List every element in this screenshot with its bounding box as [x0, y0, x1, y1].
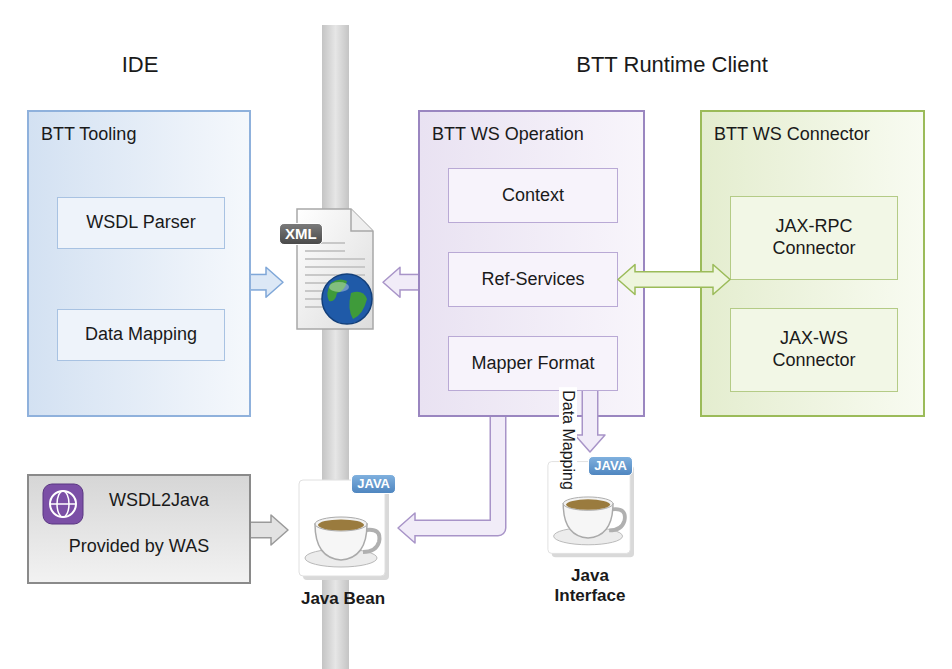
arrow-shaft-border	[582, 391, 599, 437]
arrow-shaft	[251, 523, 273, 537]
block-arrow	[398, 417, 498, 543]
arrow-head	[383, 267, 400, 297]
arrow-head	[618, 265, 635, 295]
text-line	[305, 250, 345, 252]
arrow-head	[271, 515, 288, 545]
process-box: WSDL Parser	[57, 197, 225, 249]
box-label: Context	[496, 185, 570, 207]
arrow-shaft-border	[634, 271, 715, 288]
process-box: Mapper Format	[448, 336, 618, 391]
box-label: JAX-RPC Connector	[743, 216, 885, 259]
process-box: JAX-WS Connector	[730, 308, 898, 392]
globe-shine	[329, 282, 349, 292]
block-arrow	[383, 267, 418, 297]
card	[299, 480, 385, 576]
group-box: BTT ToolingWSDL ParserData Mapping	[27, 110, 251, 417]
arrow-shaft	[414, 417, 499, 528]
java-tag: JAVA	[351, 474, 396, 494]
box-label: Data Mapping	[79, 324, 203, 346]
arrow-shaft	[251, 275, 268, 289]
group-box: BTT WS ConnectorJAX-RPC ConnectorJAX-WS …	[700, 110, 925, 417]
edge-label: Data Mapping	[559, 387, 577, 493]
tool-note: Provided by WAS	[29, 536, 249, 558]
coffee	[318, 520, 364, 531]
xml-tag: XML	[279, 223, 323, 245]
group-heading: BTT WS Connector	[714, 124, 870, 146]
process-box: Context	[448, 168, 618, 223]
section-title: IDE	[122, 52, 159, 78]
tool-name: WSDL2Java	[109, 490, 209, 512]
arrow-head	[575, 435, 605, 452]
arrow-shaft-border	[251, 522, 273, 539]
globe-equator	[50, 503, 76, 505]
box-label: Ref-Services	[475, 269, 590, 291]
group-heading: BTT WS Operation	[432, 124, 584, 146]
block-arrow	[251, 267, 283, 297]
box-label: JAX-WS Connector	[743, 328, 885, 371]
text-line	[305, 266, 365, 268]
icon-caption: Java Bean	[288, 589, 398, 609]
java-icon: JAVA Java Bean	[288, 470, 398, 620]
java-tag: JAVA	[588, 456, 633, 476]
text-line	[305, 258, 365, 260]
block-arrow	[618, 265, 730, 295]
icon-caption: Java Interface	[545, 566, 635, 607]
block-arrow	[251, 515, 288, 545]
tool-box: WSDL2JavaProvided by WAS	[27, 474, 251, 584]
globe	[322, 274, 372, 324]
arrow-shaft-border	[414, 417, 499, 528]
arrow-shaft-border	[399, 274, 419, 291]
icon-tile	[43, 484, 83, 524]
group-box: BTT WS OperationContextRef-ServicesMappe…	[418, 110, 645, 417]
page-fold	[351, 209, 373, 231]
cup-rim	[563, 497, 613, 510]
arrow-shaft	[634, 273, 715, 287]
globe-land	[349, 292, 367, 319]
globe-outline	[50, 491, 76, 517]
process-box: JAX-RPC Connector	[730, 196, 898, 280]
block-arrow	[575, 391, 605, 452]
arrow-shaft-border	[251, 274, 268, 291]
box-label: Mapper Format	[465, 353, 600, 375]
coffee	[566, 499, 610, 510]
process-box: Data Mapping	[57, 309, 225, 361]
arrow-shaft	[583, 391, 597, 437]
arrow-head	[266, 267, 283, 297]
process-box: Ref-Services	[448, 252, 618, 307]
arrow-head	[398, 513, 415, 543]
group-heading: BTT Tooling	[41, 124, 136, 146]
arrow-head	[713, 265, 730, 295]
cup-rim	[315, 517, 367, 531]
wsdl-globe-icon	[41, 482, 85, 526]
xml-document-icon: XML	[283, 203, 383, 335]
arrow-shaft	[399, 275, 419, 289]
section-title: BTT Runtime Client	[576, 52, 768, 78]
box-label: WSDL Parser	[80, 212, 201, 234]
